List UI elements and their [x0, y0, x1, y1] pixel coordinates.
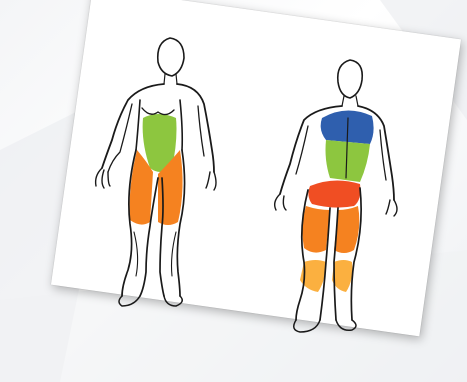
lower-back-region: [326, 140, 371, 182]
front-body-figure: [96, 38, 216, 306]
back-body-figure: [275, 60, 397, 332]
hamstrings-left-region: [302, 206, 330, 253]
glutes-region: [308, 180, 360, 207]
